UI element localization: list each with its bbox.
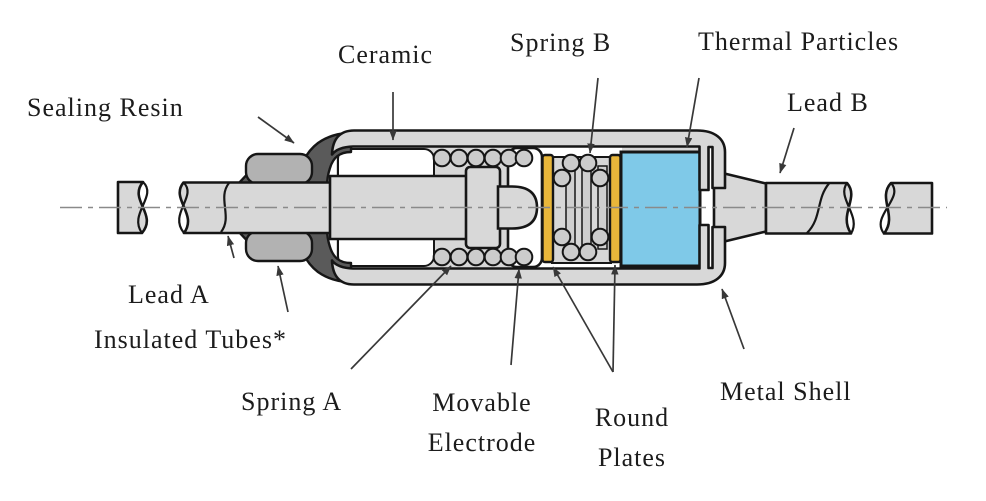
label-thermal-particles: Thermal Particles xyxy=(698,27,900,56)
leader-spring-a xyxy=(350,265,452,370)
label-spring-a: Spring A xyxy=(241,387,343,416)
label-round-plates: Round Plates xyxy=(577,398,687,478)
label-sealing-resin: Sealing Resin xyxy=(27,93,184,122)
leader-metal-shell xyxy=(721,288,745,350)
round-plate-left-shape xyxy=(541,153,555,264)
label-ceramic: Ceramic xyxy=(338,40,434,69)
insulated-tube-top-shape xyxy=(244,152,314,186)
spring-a-coil xyxy=(432,148,534,267)
leader-lines xyxy=(226,77,795,373)
label-movable-electrode-line2: Electrode xyxy=(427,428,537,457)
label-lead-b: Lead B xyxy=(787,88,869,117)
label-insulated-tubes: Insulated Tubes* xyxy=(94,325,287,354)
metal-shell-bottom-shape xyxy=(330,223,727,286)
label-metal-shell: Metal Shell xyxy=(720,377,852,406)
label-movable-electrode: Movable Electrode xyxy=(412,383,552,463)
round-plate-right-shape xyxy=(608,153,622,264)
leader-insulated-tubes xyxy=(276,265,289,313)
label-round-plates-line1: Round xyxy=(594,403,670,432)
label-movable-electrode-line1: Movable xyxy=(432,388,532,417)
label-spring-b: Spring B xyxy=(510,28,612,57)
leader-round-plates-right xyxy=(611,264,619,373)
leader-lead-a xyxy=(226,235,235,259)
leader-thermal-particles xyxy=(684,77,700,148)
leader-lead-b xyxy=(779,127,795,174)
thermal-particles-block xyxy=(619,150,702,268)
leader-movable-electrode xyxy=(510,268,522,366)
leader-spring-b xyxy=(587,77,599,154)
leader-round-plates-left xyxy=(552,266,614,373)
insulated-tube-bottom-shape xyxy=(244,229,314,263)
label-lead-a: Lead A xyxy=(128,280,210,309)
metal-shell-top-shape xyxy=(330,129,727,192)
metal-shell-shape xyxy=(330,129,727,286)
leader-sealing-resin xyxy=(257,116,295,144)
label-round-plates-line2: Plates xyxy=(597,443,667,472)
